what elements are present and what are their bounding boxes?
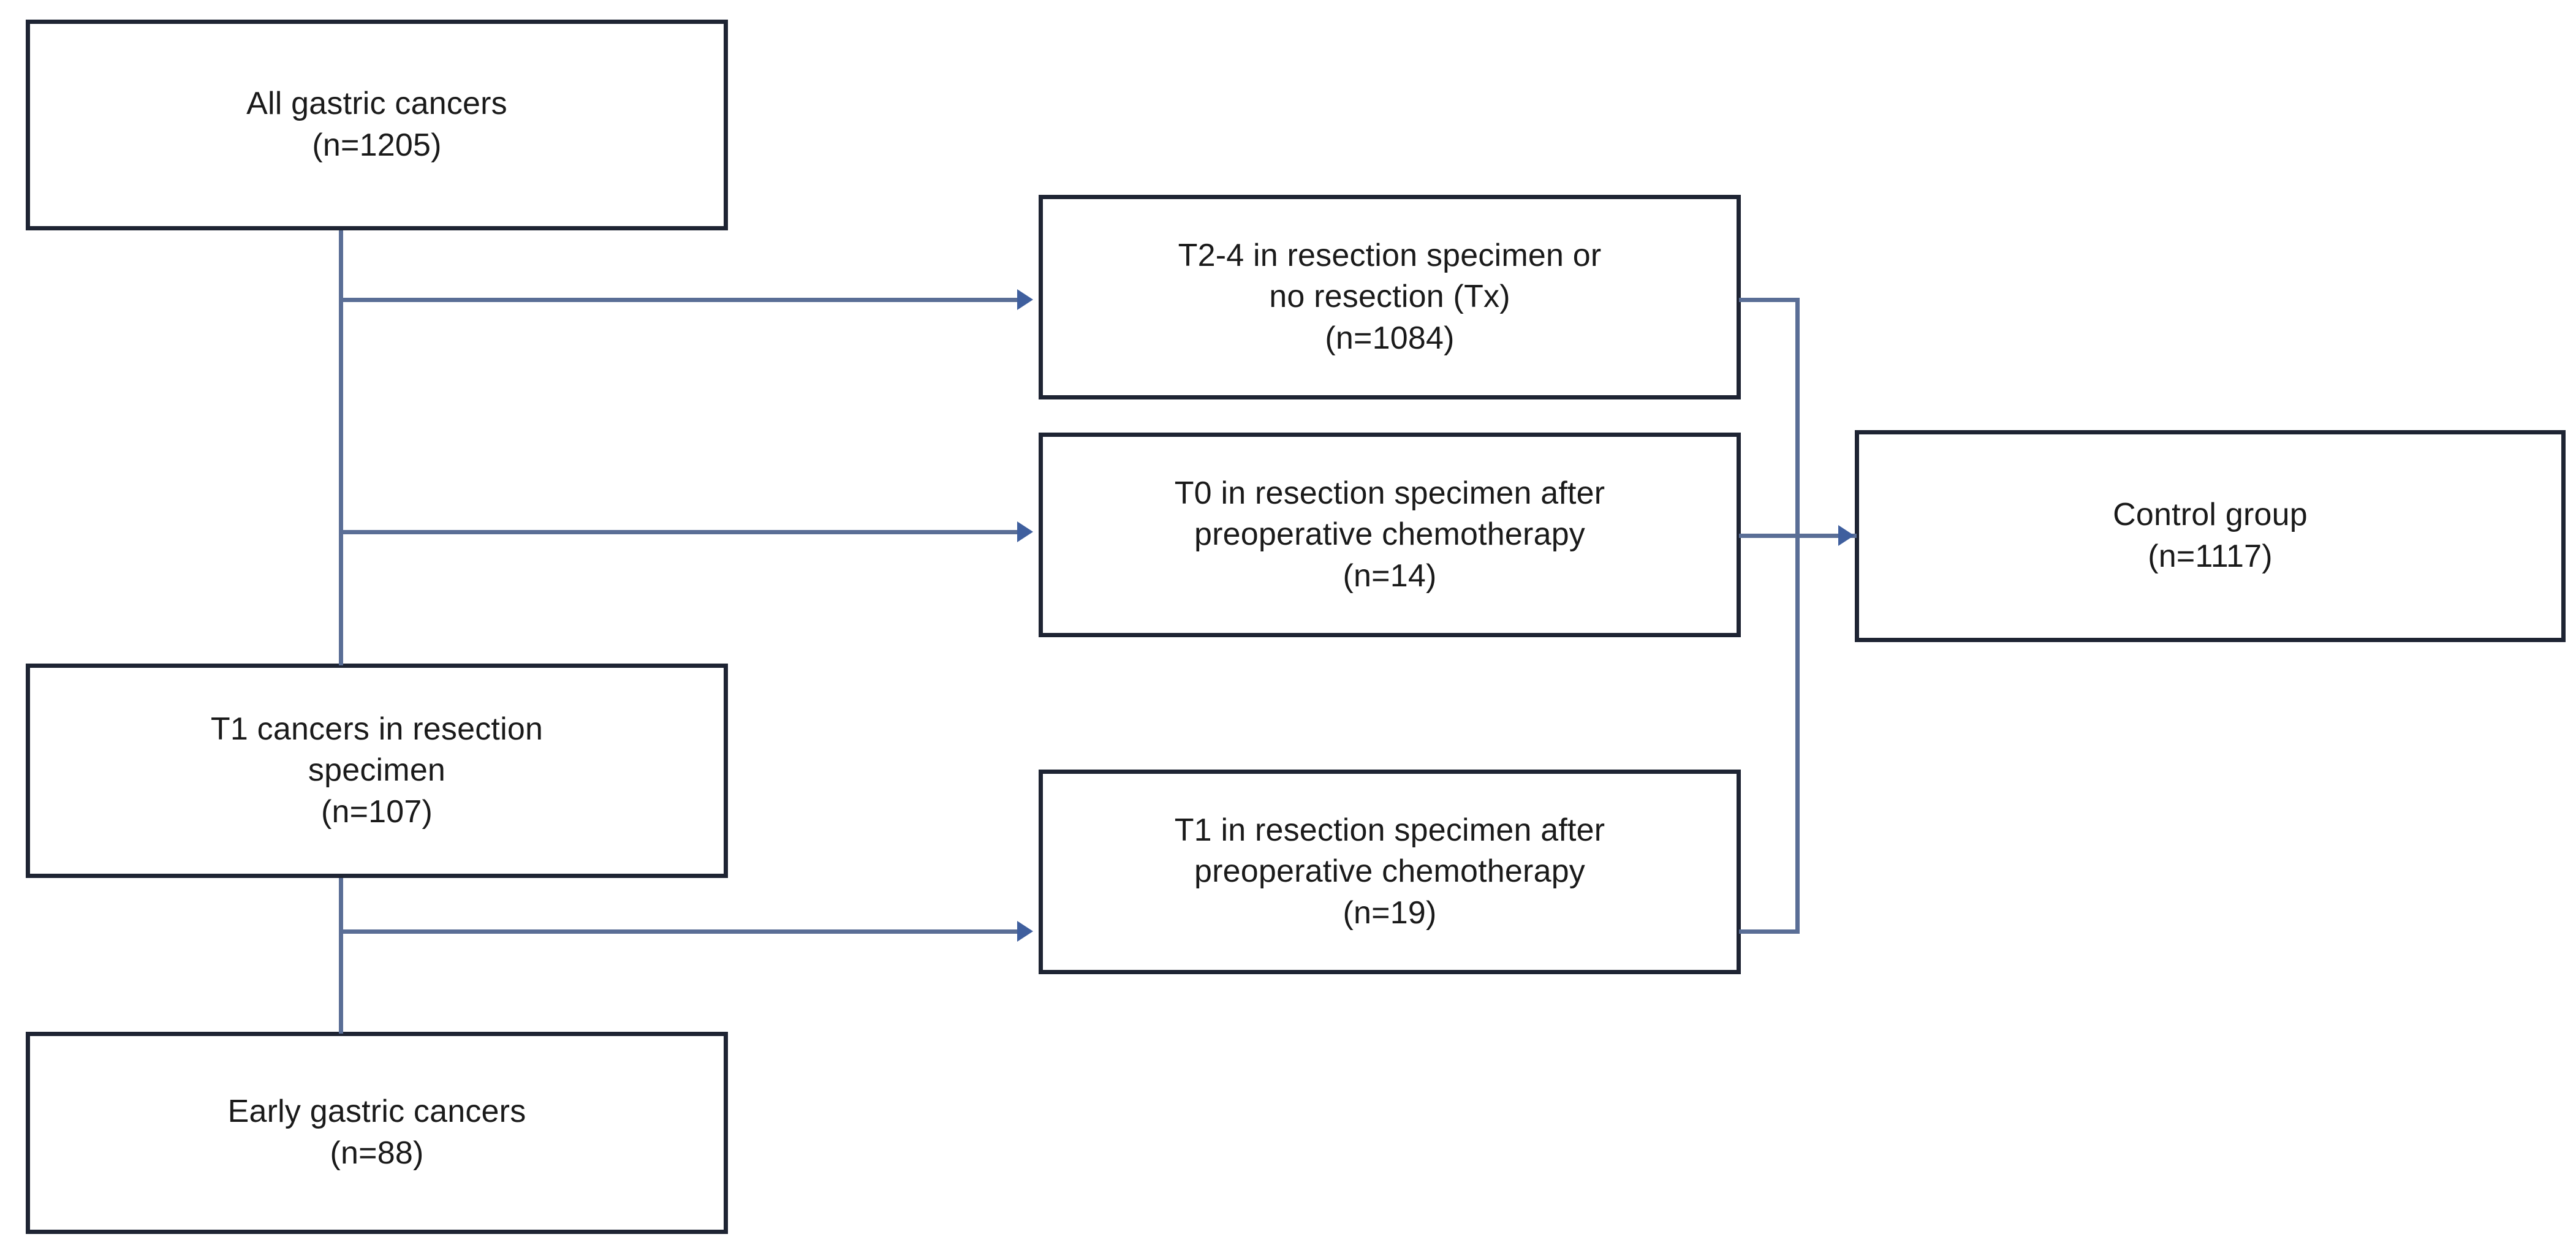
node-control-group-label: Control group (n=1117) (2113, 497, 2308, 574)
connector-trunk-lower (339, 878, 343, 1034)
connector-bus-to-control-group (1739, 534, 1857, 538)
node-t2-4-in-resection-specimen-label: T2-4 in resection specimen or no resecti… (1178, 237, 1602, 356)
node-t1-after-preoperative-chemotherapy: T1 in resection specimen after preoperat… (1039, 770, 1741, 974)
connector-trunk-upper (339, 230, 343, 665)
node-early-gastric-cancers: Early gastric cancers (n=88) (26, 1032, 728, 1234)
node-t1-cancers-in-resection-specimen-label: T1 cancers in resection specimen (n=107) (210, 711, 544, 830)
connector-t1-resection-to-t1-chemo (341, 929, 1021, 934)
connector-all-gastric-to-t2-4 (341, 298, 1021, 302)
node-t0-after-preoperative-chemotherapy-label: T0 in resection specimen after preoperat… (1174, 475, 1605, 594)
node-t0-after-preoperative-chemotherapy: T0 in resection specimen after preoperat… (1039, 433, 1741, 637)
connector-all-gastric-to-t0-chemo (341, 530, 1021, 534)
node-early-gastric-cancers-label: Early gastric cancers (n=88) (227, 1094, 526, 1171)
arrowhead-to-t1-chemo (1017, 921, 1033, 942)
node-control-group: Control group (n=1117) (1855, 430, 2566, 642)
connector-t2-4-to-bus (1739, 298, 1800, 302)
arrowhead-to-control-group (1838, 525, 1854, 546)
arrowhead-to-t0-chemo (1017, 521, 1033, 542)
node-all-gastric-cancers-label: All gastric cancers (n=1205) (246, 86, 507, 163)
connector-collector-bus (1795, 298, 1800, 934)
node-all-gastric-cancers: All gastric cancers (n=1205) (26, 20, 728, 230)
arrowhead-to-t2-4 (1017, 289, 1033, 310)
connector-t1-chemo-to-bus (1739, 929, 1800, 934)
node-t1-after-preoperative-chemotherapy-label: T1 in resection specimen after preoperat… (1174, 812, 1605, 931)
node-t1-cancers-in-resection-specimen: T1 cancers in resection specimen (n=107) (26, 664, 728, 878)
node-t2-4-in-resection-specimen: T2-4 in resection specimen or no resecti… (1039, 195, 1741, 399)
